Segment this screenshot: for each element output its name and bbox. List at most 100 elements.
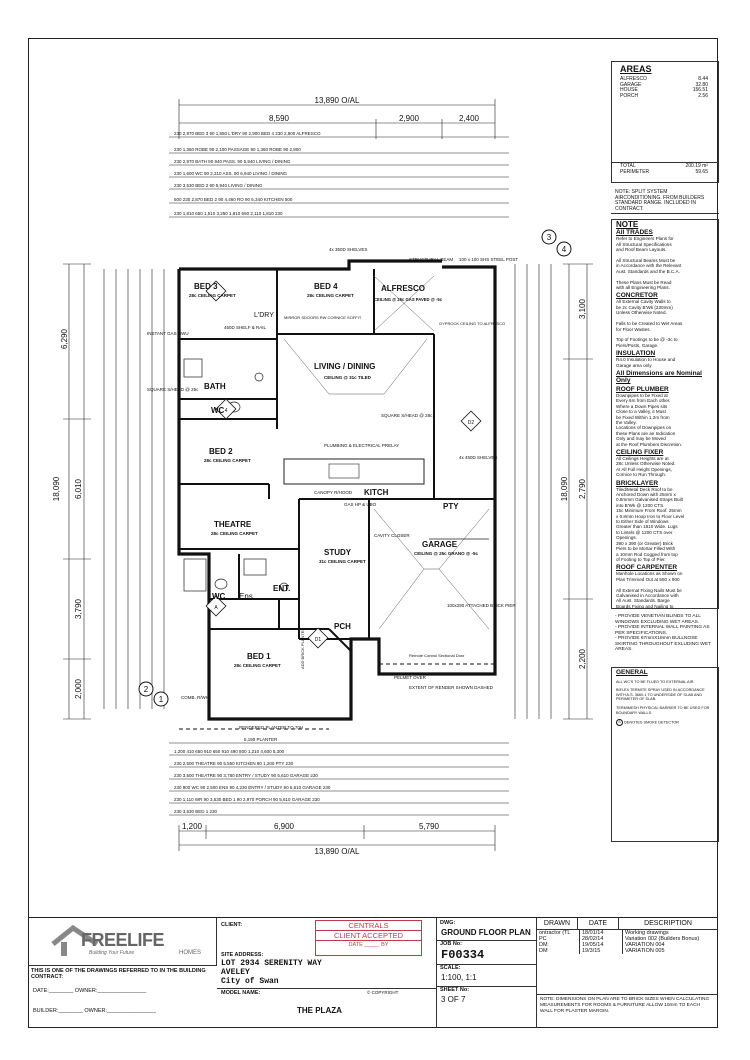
builder-row: BUILDER:________ OWNER:________________ (33, 1008, 156, 1014)
notes-line: to Either Side of Windows (616, 519, 669, 525)
room-kitch: KITCH (364, 488, 389, 497)
job-number: F00334 (441, 948, 485, 962)
date-row: DATE:________ OWNER:________________ (33, 988, 147, 994)
logo-main: FREELIFE (81, 930, 165, 950)
general-line: S DENOTES SMOKE DETECTOR (616, 719, 714, 727)
notes-line: Locations of Downpipes on (616, 425, 672, 431)
bottom-run-6: 230 3,530 BED 1 230 (174, 809, 218, 814)
client-accepted-stamp: CENTRALS CLIENT ACCEPTED DATE _____ BY (315, 920, 422, 956)
areas-title: AREAS (620, 64, 652, 74)
roof-hip-lines (283, 275, 490, 630)
room-pch: PCH (334, 622, 351, 631)
sheet-number: 3 OF 7 (441, 995, 466, 1004)
drawing-info: DWG: GROUND FLOOR PLAN JOB No: F00334 SC… (437, 918, 537, 1028)
room-alfresco-detail: CEILING @ 25c GAS PAVED @ -5c (374, 297, 443, 302)
notes-line: the Valley. (616, 419, 637, 425)
note-prelay: PLUMBING & ELECTRICAL PRELAY (324, 443, 399, 448)
notes-line: to Lintels @ 1200 CTS over (616, 529, 673, 535)
top-run-3: 230 2,970 BATH 90 940 PASS. 90 5,940 LIV… (174, 159, 291, 164)
notes-line: These Plans Must be Read (616, 279, 672, 285)
room-ldry: L'DRY (254, 312, 274, 319)
notes-line: Piers to be Mortar Filled With (616, 546, 676, 552)
scale-value: 1:100, 1:1 (441, 973, 477, 982)
revision-desc: Variation 002 (Builders Bonus) (625, 936, 700, 942)
room-entry: ENT. (273, 584, 290, 593)
room-living: LIVING / DINING (314, 362, 375, 371)
provide-line: - PROVIDE INTERNAL WALL PAINTING AS PER … (615, 625, 710, 636)
general-title: GENERAL (616, 669, 648, 676)
drawing-sheet: 13,890 O/AL 8,590 2,900 2,400 230 2,970 … (28, 38, 719, 1028)
revision-by: PC (537, 936, 580, 942)
top-dim-2: 2,900 (399, 114, 420, 123)
top-run-2: 230 1,360 ROBE 90 2,100 PASSAGE 90 1,360… (174, 147, 301, 152)
top-run-4: 230 1,600 WC 90 2,310 ASS. 90 6,940 LIVI… (174, 171, 288, 176)
notes-line: Piers/Posts, Garage. (616, 342, 659, 348)
room-theatre-detail: 28c CEILING CARPET (211, 531, 258, 536)
smoke-detector-icon: S (616, 719, 623, 727)
copyright: © COPYRIGHT (367, 990, 399, 995)
general-line: BIFLEX TERMITE SPRAY USED IN ACCORDANCE … (616, 688, 705, 702)
bottom-run-4: 230 900 WC 90 2,500 ENS 90 4,230 ENTRY /… (174, 785, 331, 790)
notes-line: All Structural Specifications (616, 241, 672, 247)
room-living-detail: CEILING @ 31c TILED (324, 375, 372, 380)
note-sectional-door: Remote Control Sectional Door (409, 653, 465, 658)
marker-d1: D1 (315, 637, 322, 643)
room-bed4-detail: 28c CEILING CARPET (307, 293, 354, 298)
note-struct-beam-top: STRUCTURAL BEAM (409, 257, 453, 262)
title-block: FREELIFE HOMES Building Your Future THIS… (29, 917, 717, 1028)
revision-desc: VARIATION 005 (625, 948, 665, 954)
notes-line: x 0.8mm Hoop Iron to Floor Level (616, 513, 685, 519)
note-comb-rwh: COMB. R/WH (181, 695, 209, 700)
marker-4: 4 (562, 245, 567, 254)
revision-desc: VARIATION 004 (625, 942, 665, 948)
kitchen-bench (283, 458, 425, 485)
revision-date: 18/01/14 (580, 930, 623, 936)
general-line: TERMIMESH PHYSICAL BARRIER TO BE USED FO… (616, 705, 710, 715)
notes-section-heading: CEILING FIXER (616, 449, 664, 456)
bottom-run-2: 230 2,500 THEATRE 90 5,550 KITCHEN 90 1,… (174, 761, 294, 766)
notes-line: 15c Minimum From Roof. 25mm (616, 508, 682, 514)
top-run-1: 230 2,970 BED 3 90 1,550 L'DRY 90 2,900 … (174, 131, 321, 136)
left-dim-1: 6,290 (60, 328, 69, 349)
marker-a: A (214, 605, 218, 611)
marker-2: 2 (144, 685, 149, 694)
notes-line: Garage area only (616, 362, 652, 368)
notes-line: at the Roof Plumbers Discretion. (616, 441, 683, 447)
dimension-footnote: NOTE: DIMENSIONS ON PLAN ARE TO BRICK SI… (537, 994, 717, 1028)
room-pty: PTY (443, 502, 459, 511)
notes-line: be Fixed Within 1.2m from (616, 414, 670, 420)
room-bed3-detail: 28c CEILING CARPET (189, 293, 236, 298)
revision-date: 19/3/15 (580, 948, 623, 954)
notes-line: in Accordance with the Relevant (616, 263, 682, 269)
drawing-title: GROUND FLOOR PLAN (441, 928, 531, 937)
room-study: STUDY (324, 548, 352, 557)
right-dim-4: 2,200 (578, 648, 587, 669)
notes-line: with all Engineering Plans. (616, 285, 670, 291)
walls (177, 259, 497, 730)
split-system-note: NOTE: SPLIT SYSTEM AIRCONDITIONING. FROM… (611, 189, 719, 214)
room-bed1-detail: 28c CEILING CARPET (234, 663, 281, 668)
note-shelves: 4x 350D SHELVES (329, 247, 367, 252)
notes-line: Openings. (616, 535, 637, 541)
top-run-5: 230 3,530 BED 2 90 5,940 LIVING / DINING (174, 183, 263, 188)
marker-3: 3 (547, 233, 552, 242)
logo-box: FREELIFE HOMES Building Your Future (29, 918, 217, 966)
client-label: CLIENT: (221, 922, 243, 928)
notes-line: 390 x 390 (or Greater) Brick (616, 540, 673, 546)
room-wc-1: WC (211, 406, 225, 415)
bottom-dim-3: 5,790 (419, 822, 440, 831)
room-theatre: THEATRE (214, 520, 252, 529)
logo-tagline: Building Your Future (89, 950, 135, 956)
notes-line: Plan Trimmed Out at 550 x 900 (616, 576, 680, 582)
provide-line: - PROVIDE 67mmX18mm BULLNOSE SKIRTING TH… (615, 636, 711, 652)
site-address-3: City of Swan (221, 977, 279, 986)
note-hwu: INSTANT GAS HWU (147, 331, 189, 336)
notes-section-heading: All TRADES (616, 229, 653, 237)
